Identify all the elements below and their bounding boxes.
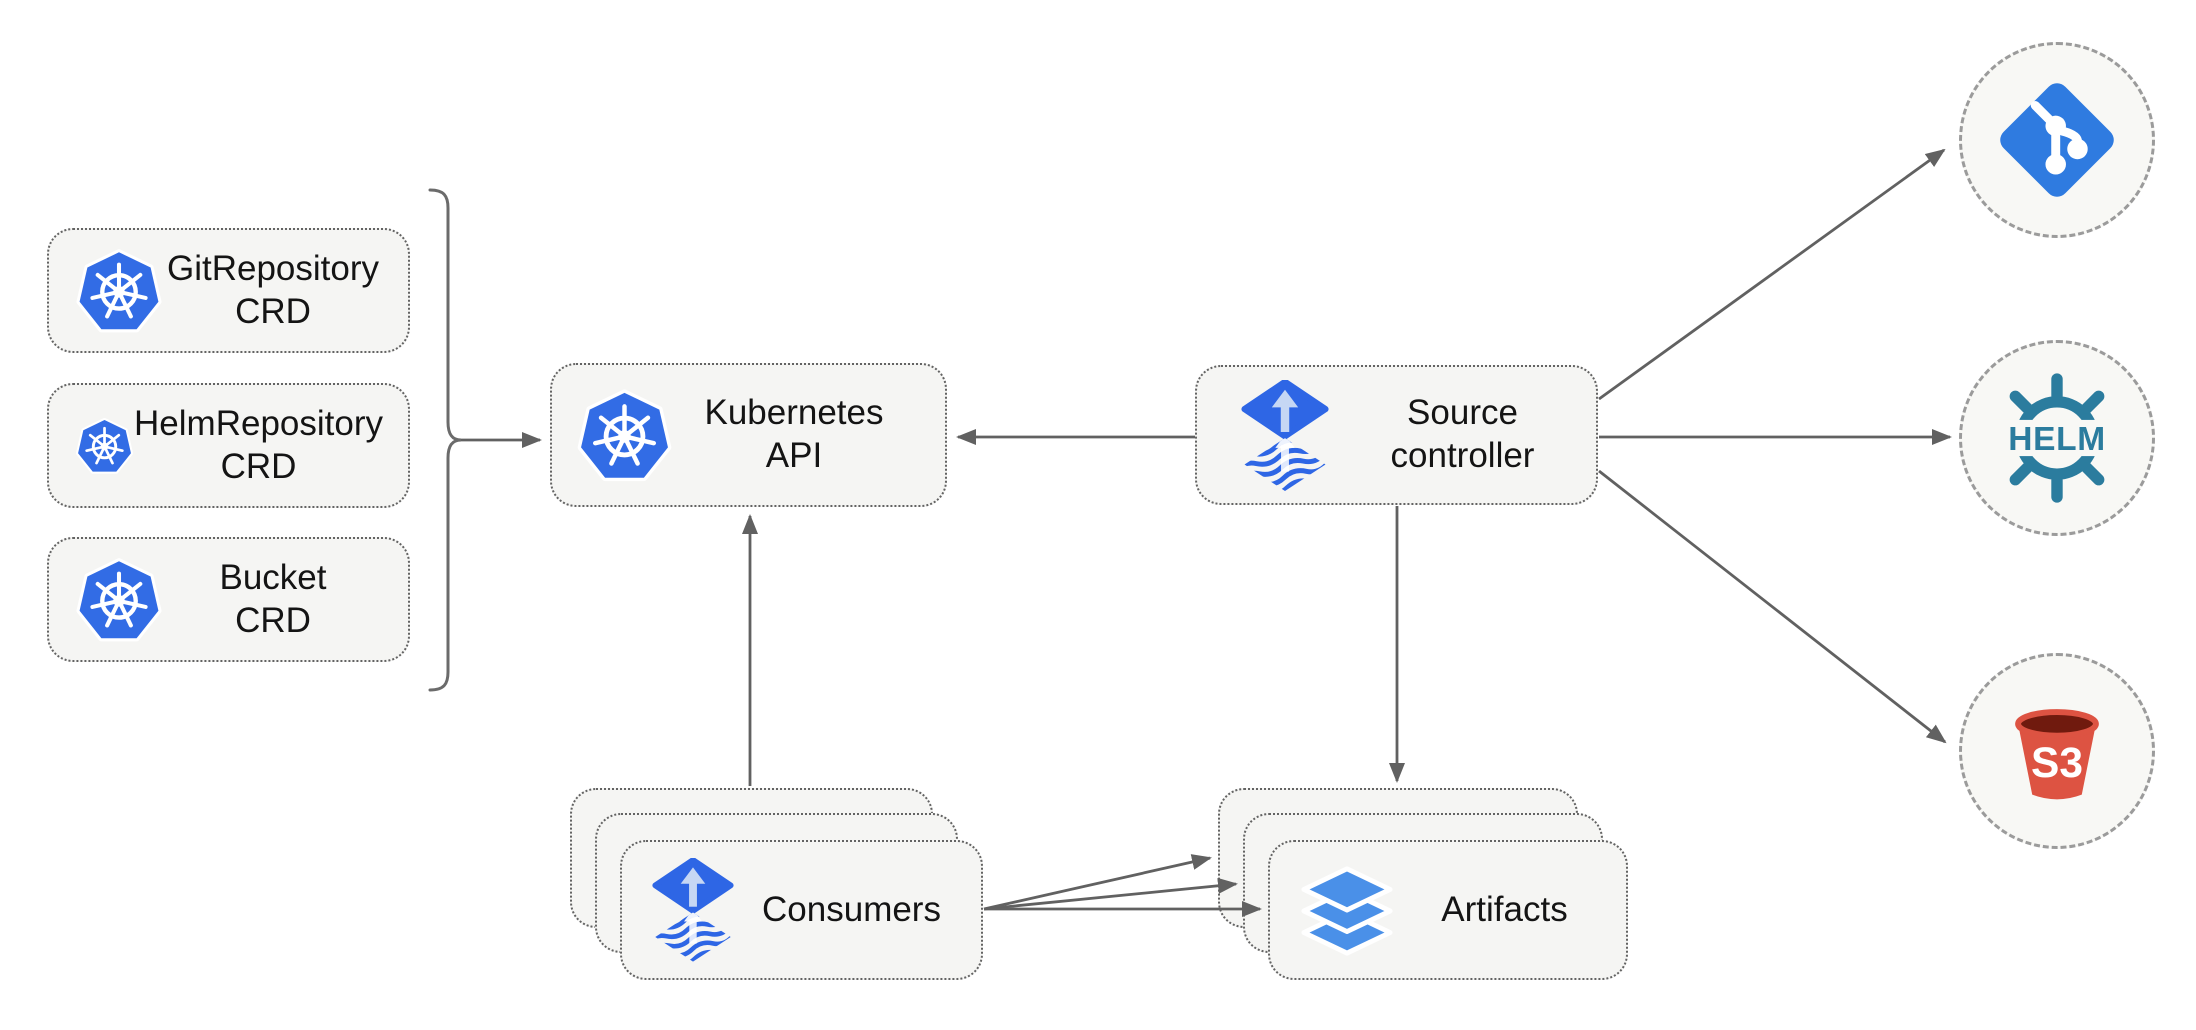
kubernetes-api-label: Kubernetes API bbox=[704, 393, 884, 475]
helm-repository-circle: HELM bbox=[1959, 340, 2155, 536]
arrow-source-to-s3 bbox=[1598, 469, 1947, 744]
crd-label-line1: HelmRepository bbox=[134, 403, 383, 443]
artifacts-box: Artifacts bbox=[1268, 840, 1628, 980]
crd-box-gitrepository: GitRepository CRD bbox=[47, 228, 410, 353]
helm-icon: HELM bbox=[1991, 373, 2123, 503]
crd-label-line1: GitRepository bbox=[166, 248, 380, 288]
consumers-box: Consumers bbox=[620, 840, 983, 980]
crd-label-line1: Bucket bbox=[219, 557, 327, 597]
s3-bucket-icon: S3 bbox=[2015, 709, 2099, 800]
flux-source-icon bbox=[1241, 380, 1329, 491]
source-controller-box: Source controller bbox=[1195, 365, 1598, 505]
arrow-consumers-to-artifacts-2 bbox=[983, 877, 1238, 911]
kubernetes-api-box: Kubernetes API bbox=[550, 363, 947, 507]
crd-box-label: Bucket CRD bbox=[163, 557, 383, 642]
crd-box-label: GitRepository CRD bbox=[163, 248, 383, 333]
git-repository-circle bbox=[1959, 42, 2155, 238]
source-label-line2: controller bbox=[1390, 436, 1535, 475]
kubernetes-icon bbox=[75, 554, 163, 646]
arrow-consumers-to-artifacts-1 bbox=[983, 854, 1212, 911]
consumers-label: Consumers bbox=[762, 889, 941, 929]
crd-box-label: HelmRepository CRD bbox=[134, 403, 383, 488]
arrow-source-to-git bbox=[1598, 148, 1946, 401]
crd-box-bucket: Bucket CRD bbox=[47, 537, 410, 662]
s3-bucket-circle: S3 bbox=[1959, 653, 2155, 849]
crd-group-bracket bbox=[428, 188, 462, 692]
artifacts-label: Artifacts bbox=[1441, 889, 1568, 929]
layers-icon bbox=[1296, 861, 1398, 959]
kubernetes-icon bbox=[75, 245, 163, 337]
crd-label-line2: CRD bbox=[235, 291, 311, 331]
source-controller-label: Source controller bbox=[1329, 392, 1596, 477]
flux-source-icon bbox=[652, 858, 734, 962]
s3-wordmark: S3 bbox=[2031, 740, 2083, 787]
kubernetes-icon bbox=[576, 385, 673, 486]
source-label-line1: Source bbox=[1407, 393, 1518, 433]
crd-box-helmrepository: HelmRepository CRD bbox=[47, 383, 410, 508]
helm-wordmark: HELM bbox=[2008, 421, 2106, 458]
crd-label-line2: CRD bbox=[220, 446, 297, 486]
crd-label-line2: CRD bbox=[235, 600, 311, 640]
kubernetes-icon bbox=[75, 400, 134, 492]
git-icon bbox=[2000, 83, 2114, 197]
